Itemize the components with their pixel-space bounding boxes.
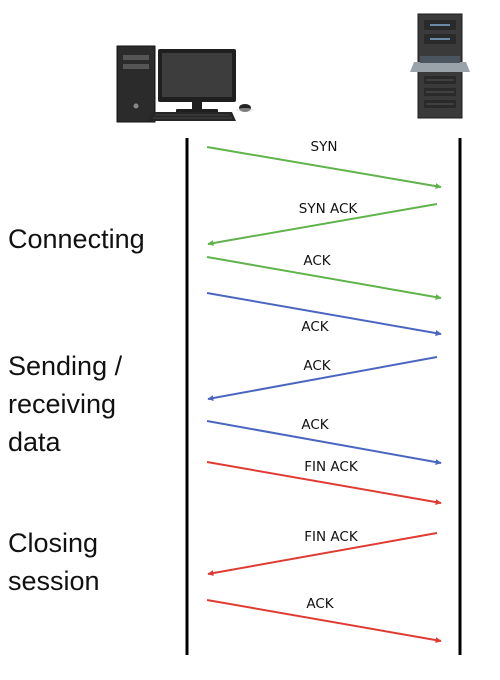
message-ack-data-1: ACK bbox=[301, 319, 442, 337]
message-label: ACK bbox=[303, 253, 331, 269]
phase-label-closing: Closing session bbox=[8, 528, 106, 596]
message-ack-data-3: ACK bbox=[206, 417, 442, 465]
message-label: ACK bbox=[301, 417, 329, 433]
message-label: FIN ACK bbox=[304, 459, 359, 475]
message-fin-ack-server: FIN ACK bbox=[207, 529, 438, 577]
message-data-send bbox=[206, 292, 442, 337]
message-syn: SYN bbox=[206, 139, 442, 190]
message-label: SYN bbox=[311, 139, 338, 155]
desktop-computer-icon bbox=[116, 45, 254, 123]
message-label: ACK bbox=[303, 358, 331, 374]
message-fin-ack-client: FIN ACK bbox=[206, 459, 442, 506]
server-rack-icon bbox=[410, 13, 470, 119]
message-label: ACK bbox=[301, 319, 329, 335]
phase-label-connecting: Connecting bbox=[8, 224, 145, 254]
message-ack-handshake: ACK bbox=[206, 253, 442, 301]
message-label: FIN ACK bbox=[304, 529, 359, 545]
phase-label-sending: Sending / receiving data bbox=[8, 351, 130, 457]
message-label: ACK bbox=[306, 596, 334, 612]
message-syn-ack: SYN ACK bbox=[207, 201, 438, 247]
message-label: SYN ACK bbox=[299, 201, 359, 217]
message-ack-data-2: ACK bbox=[207, 356, 438, 401]
message-ack-final: ACK bbox=[206, 596, 442, 644]
